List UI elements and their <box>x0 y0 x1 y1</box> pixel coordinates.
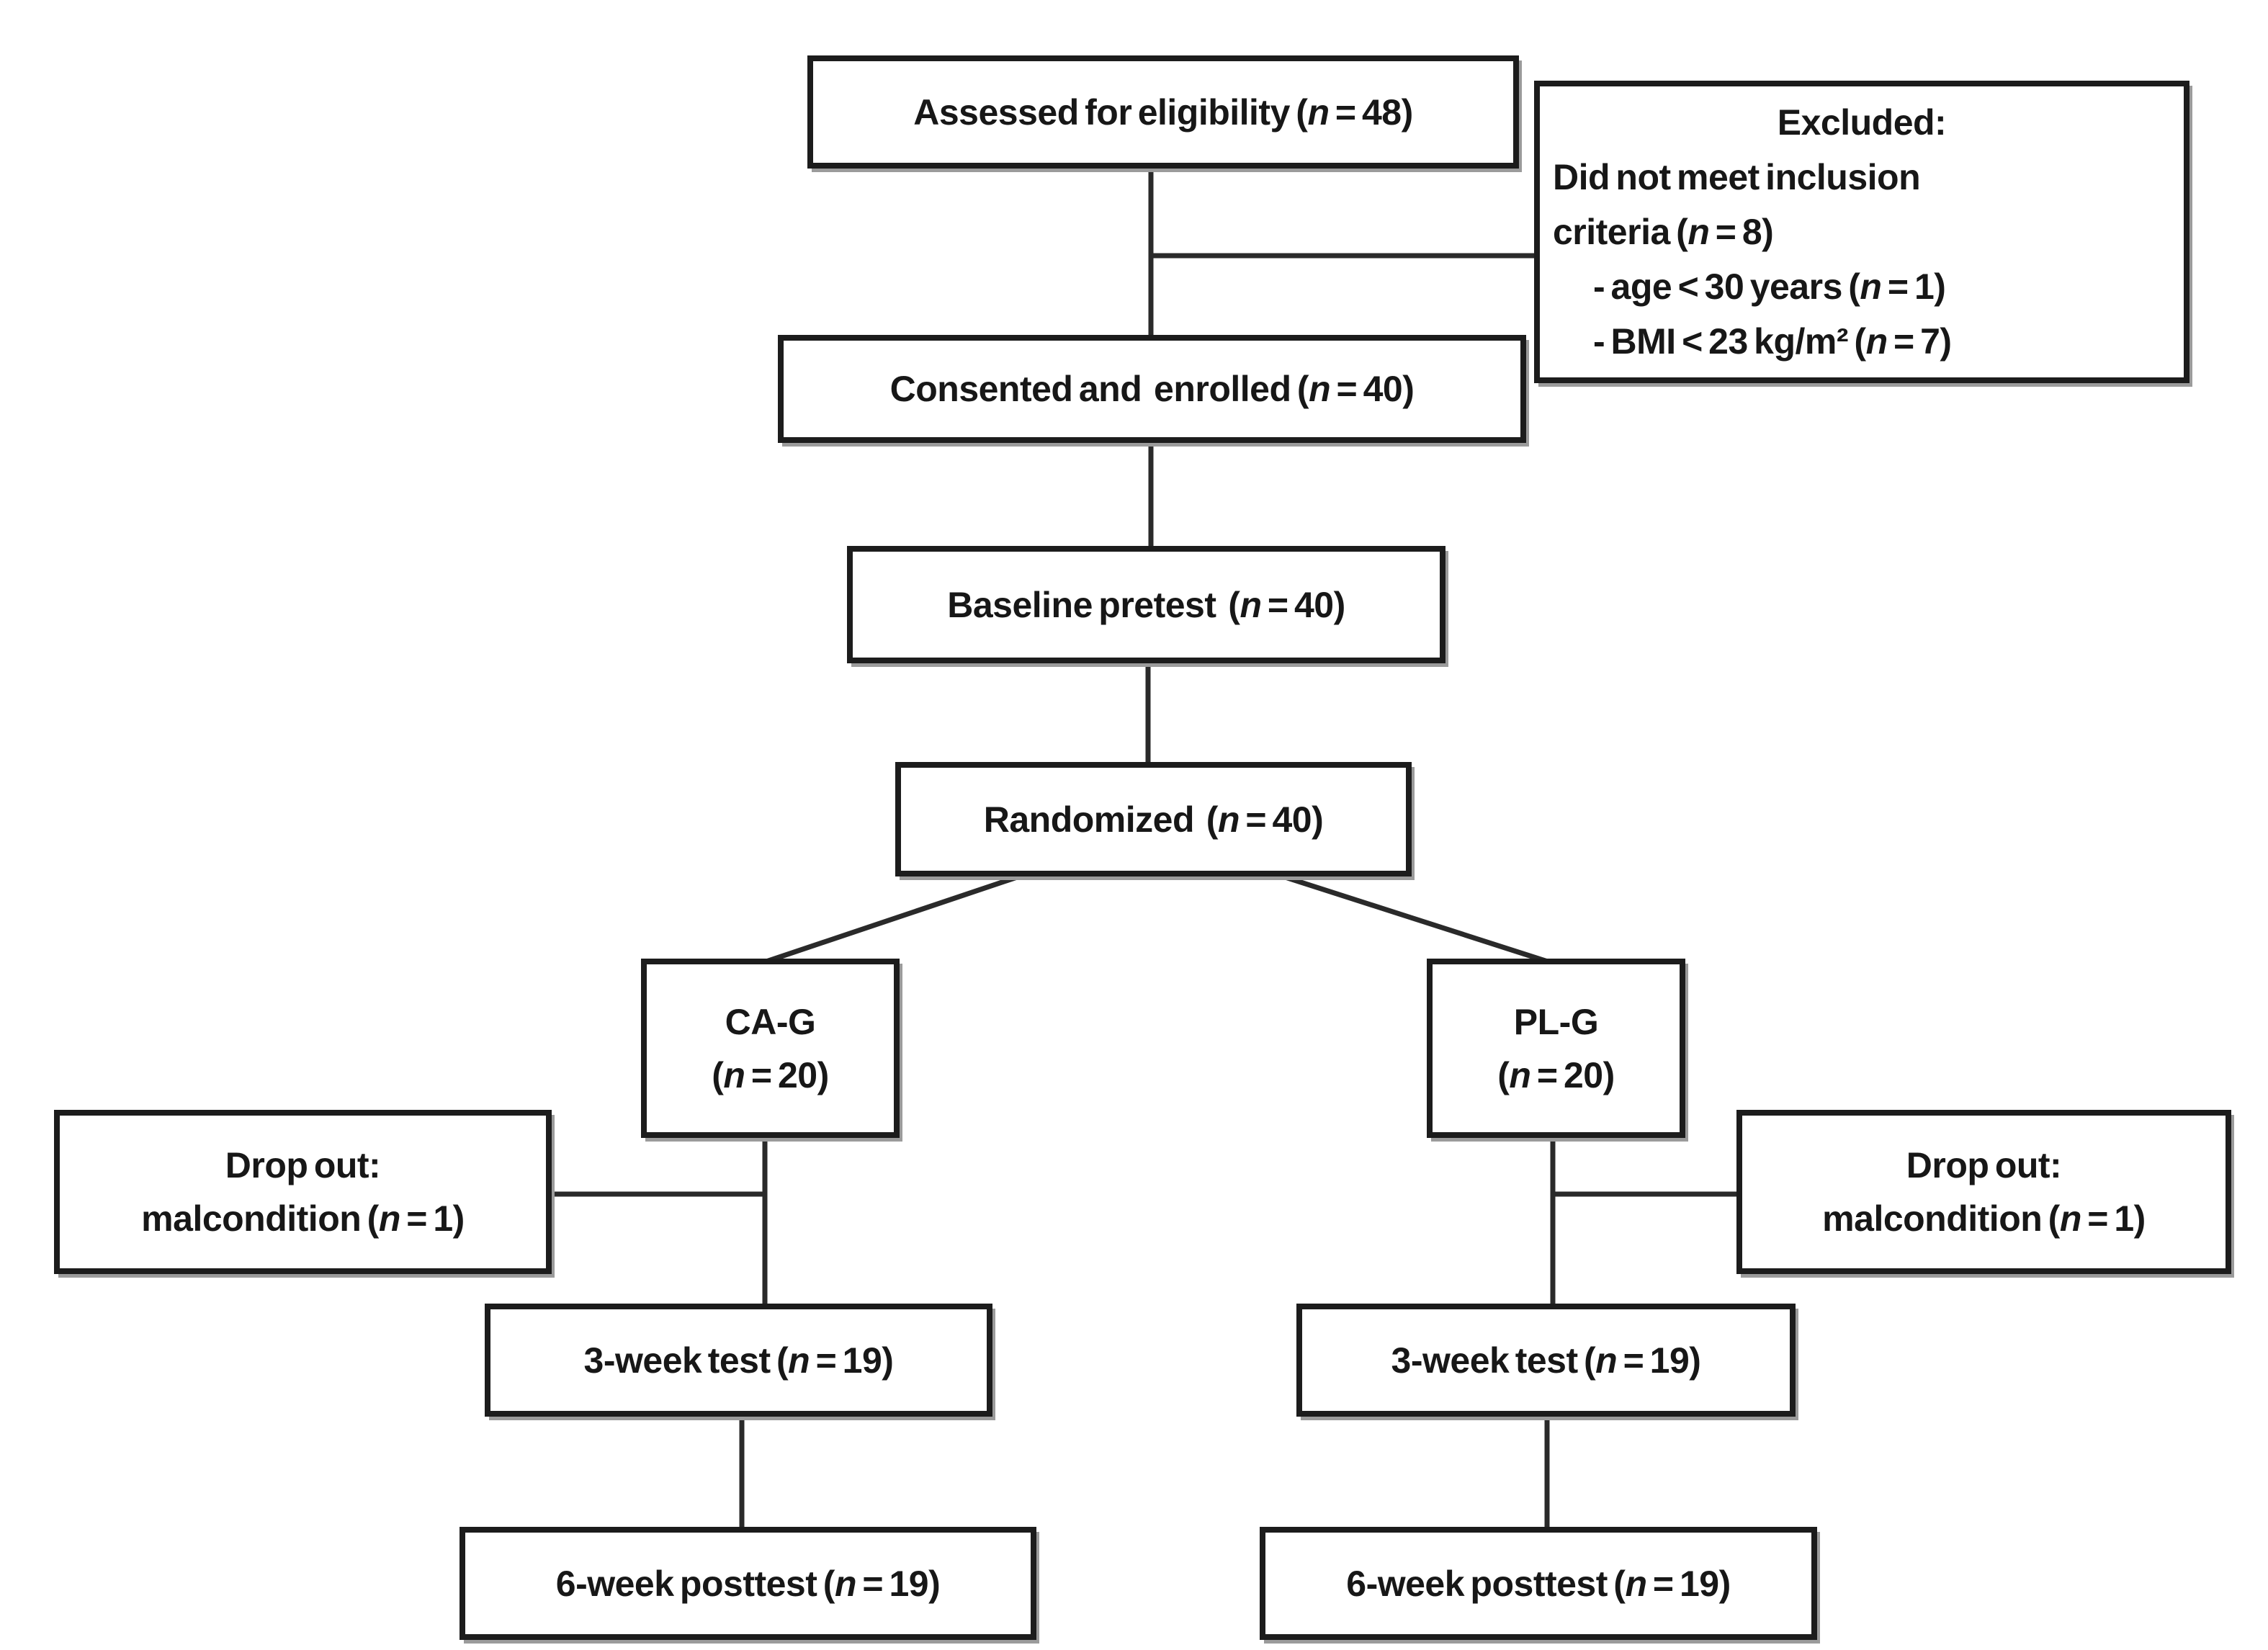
label-post: = 20) <box>745 1054 829 1095</box>
drop-out-right-reason: malcondition (n = 1) <box>1822 1192 2146 1245</box>
label-pre: Drop out: <box>225 1145 381 1185</box>
three-week-test-left-box: 3-week test (n = 19) <box>485 1304 992 1417</box>
label-pre: PL-G <box>1513 1001 1599 1042</box>
label-post: = 40) <box>1330 369 1415 409</box>
connector-randomized-plg <box>1275 871 1556 967</box>
label-n: n <box>2059 1198 2082 1239</box>
label-n: n <box>1865 321 1888 362</box>
label-n: n <box>1240 584 1262 625</box>
excluded-line-criteria-2: criteria (n = 8) <box>1553 205 2171 259</box>
pl-g-name: PL-G <box>1513 995 1599 1049</box>
ca-g-name: CA-G <box>725 995 816 1049</box>
label-post: = 20) <box>1530 1054 1615 1095</box>
label-n: n <box>1860 266 1882 307</box>
label-post: = 1) <box>400 1198 465 1239</box>
drop-out-left-reason: malcondition (n = 1) <box>141 1192 465 1245</box>
randomized-box: Randomized (n = 40) <box>895 762 1412 876</box>
label-n: n <box>834 1563 857 1604</box>
consented-label: Consented and enrolled (n = 40) <box>890 362 1415 416</box>
label-pre: Assessed for eligibility ( <box>913 91 1308 133</box>
label-n: n <box>1687 212 1710 252</box>
label-n: n <box>1309 369 1331 409</box>
excluded-title: Excluded: <box>1553 95 2171 150</box>
label-post: = 7) <box>1887 321 1952 362</box>
excluded-box: Excluded: Did not meet inclusion criteri… <box>1534 81 2189 383</box>
label-post: = 19) <box>1646 1563 1731 1604</box>
six-week-posttest-right-label: 6-week posttest (n = 19) <box>1346 1557 1731 1610</box>
assessed-label: Assessed for eligibility (n = 48) <box>913 86 1413 139</box>
label-pre: Excluded: <box>1777 102 1947 143</box>
label-pre: Drop out: <box>1906 1145 2062 1185</box>
assessed-box: Assessed for eligibility (n = 48) <box>807 55 1519 169</box>
label-pre: malcondition ( <box>141 1198 379 1239</box>
label-pre: ( <box>1497 1054 1510 1095</box>
label-pre: criteria ( <box>1553 212 1688 252</box>
label-pre: Baseline pretest ( <box>947 584 1240 625</box>
label-n: n <box>1509 1054 1531 1095</box>
label-pre: Randomized ( <box>983 799 1219 840</box>
three-week-test-right-label: 3-week test (n = 19) <box>1391 1334 1701 1387</box>
six-week-posttest-left-label: 6-week posttest (n = 19) <box>555 1557 941 1610</box>
label-pre: 6-week posttest ( <box>555 1563 835 1604</box>
label-n: n <box>1595 1340 1618 1381</box>
label-pre: malcondition ( <box>1822 1198 2060 1239</box>
label-n: n <box>723 1054 745 1095</box>
ca-g-box: CA-G (n = 20) <box>641 959 900 1138</box>
drop-out-right-box: Drop out: malcondition (n = 1) <box>1736 1110 2231 1274</box>
six-week-posttest-right-box: 6-week posttest (n = 19) <box>1260 1527 1817 1640</box>
label-pre: - BMI < 23 kg/m² ( <box>1593 321 1866 362</box>
label-post: = 1) <box>1881 266 1946 307</box>
randomized-label: Randomized (n = 40) <box>983 793 1324 846</box>
label-pre: 6-week posttest ( <box>1346 1563 1626 1604</box>
connector-randomized-cag <box>758 871 1027 967</box>
label-n: n <box>788 1340 810 1381</box>
consented-box: Consented and enrolled (n = 40) <box>778 335 1526 443</box>
excluded-line-bmi: - BMI < 23 kg/m² (n = 7) <box>1553 314 2171 369</box>
label-post: = 19) <box>810 1340 894 1381</box>
pl-g-box: PL-G (n = 20) <box>1427 959 1685 1138</box>
baseline-label: Baseline pretest (n = 40) <box>947 578 1345 632</box>
label-post: = 8) <box>1709 212 1774 252</box>
label-pre: 3-week test ( <box>1391 1340 1596 1381</box>
label-post: = 40) <box>1239 799 1324 840</box>
drop-out-left-box: Drop out: malcondition (n = 1) <box>54 1110 552 1274</box>
ca-g-count: (n = 20) <box>712 1049 829 1102</box>
drop-out-left-title: Drop out: <box>225 1139 381 1192</box>
label-pre: CA-G <box>725 1001 816 1042</box>
baseline-pretest-box: Baseline pretest (n = 40) <box>847 546 1445 663</box>
label-pre: Consented and enrolled ( <box>889 369 1309 409</box>
excluded-line-criteria-1: Did not meet inclusion <box>1553 150 2171 205</box>
label-n: n <box>1307 91 1330 133</box>
label-pre: ( <box>712 1054 724 1095</box>
label-n: n <box>1217 799 1240 840</box>
label-post: = 19) <box>1617 1340 1701 1381</box>
label-pre: - age < 30 years ( <box>1593 266 1860 307</box>
six-week-posttest-left-box: 6-week posttest (n = 19) <box>460 1527 1036 1640</box>
label-n: n <box>378 1198 401 1239</box>
excluded-line-age: - age < 30 years (n = 1) <box>1553 259 2171 314</box>
label-post: = 48) <box>1329 91 1413 133</box>
pl-g-count: (n = 20) <box>1497 1049 1615 1102</box>
three-week-test-left-label: 3-week test (n = 19) <box>584 1334 894 1387</box>
label-pre: 3-week test ( <box>583 1340 789 1381</box>
label-pre: Did not meet inclusion <box>1553 157 1921 197</box>
label-post: = 40) <box>1261 584 1345 625</box>
label-post: = 1) <box>2081 1198 2146 1239</box>
label-n: n <box>1625 1563 1647 1604</box>
drop-out-right-title: Drop out: <box>1906 1139 2062 1192</box>
label-post: = 19) <box>856 1563 941 1604</box>
three-week-test-right-box: 3-week test (n = 19) <box>1296 1304 1796 1417</box>
